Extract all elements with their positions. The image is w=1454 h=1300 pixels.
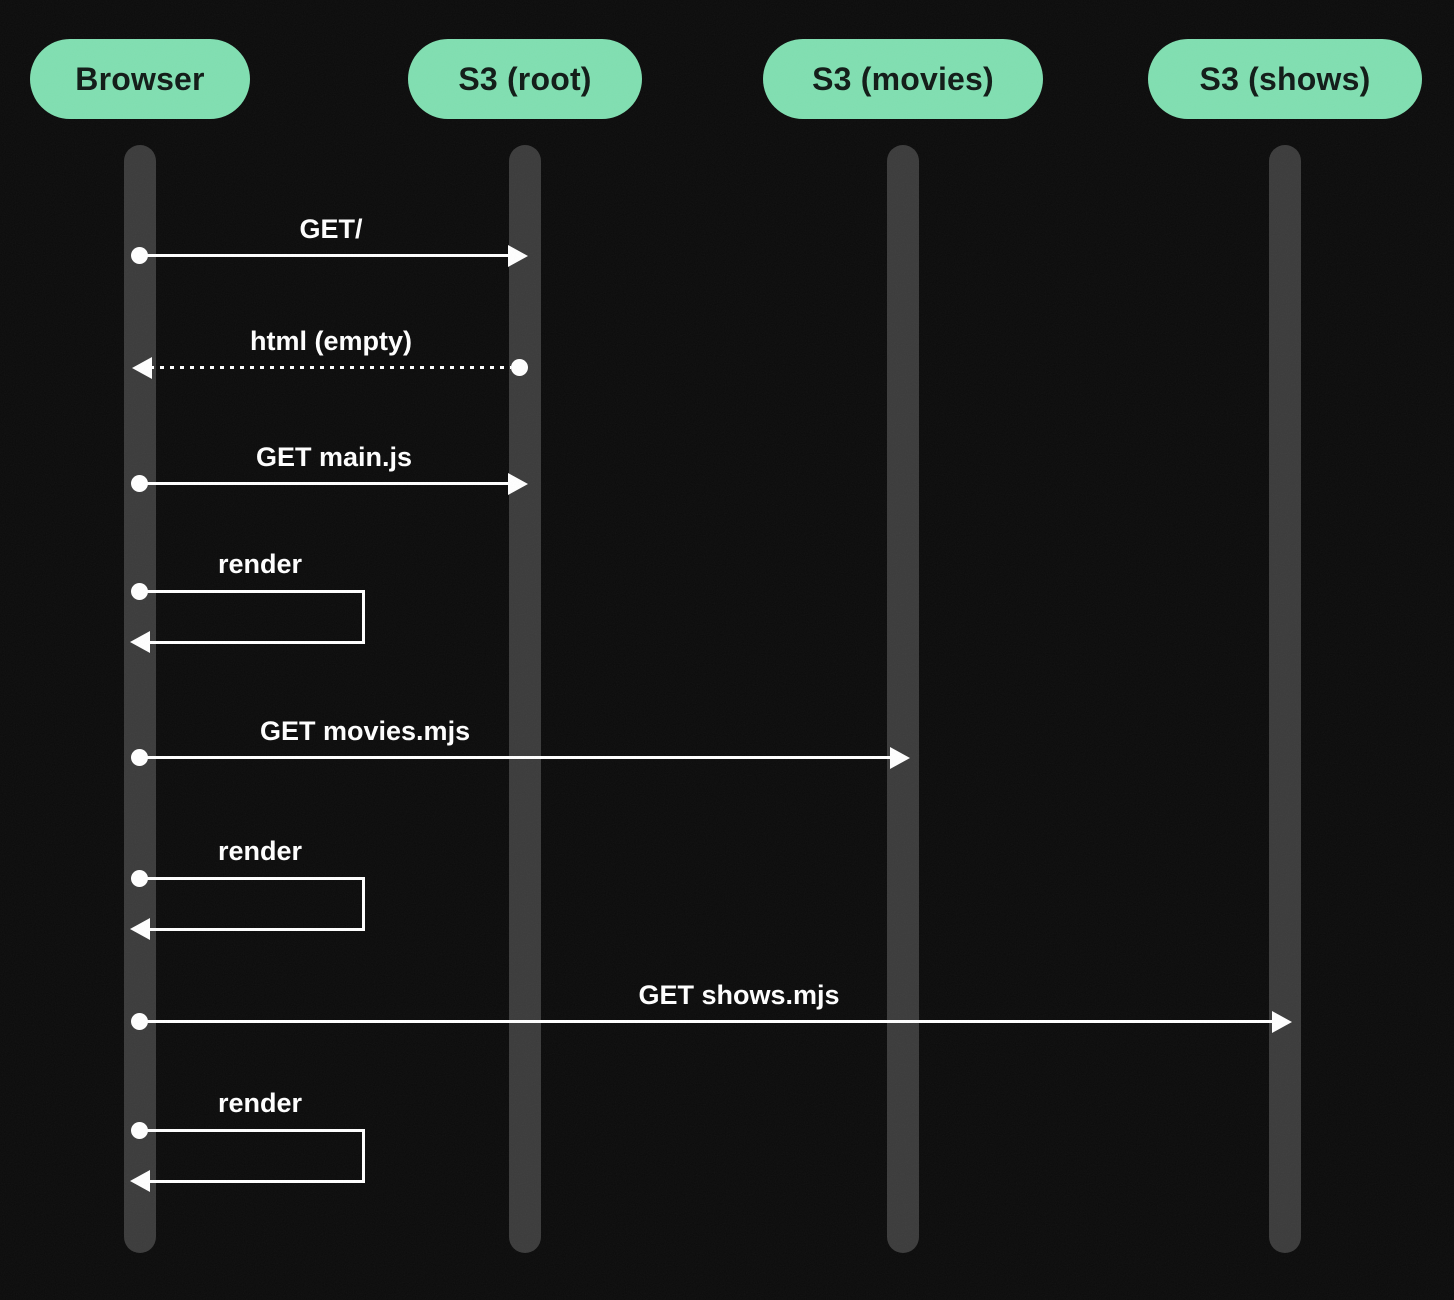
arrowhead-right-icon bbox=[890, 747, 910, 769]
actor-label: S3 (root) bbox=[458, 60, 592, 97]
message-line bbox=[140, 254, 508, 257]
message-source-dot bbox=[131, 870, 148, 887]
arrowhead-left-icon bbox=[132, 357, 152, 379]
self-loop bbox=[140, 590, 365, 644]
actor-pill-s3-root: S3 (root) bbox=[408, 39, 642, 119]
message-source-dot bbox=[131, 247, 148, 264]
message-label: GET shows.mjs bbox=[638, 980, 840, 1010]
arrowhead-left-icon bbox=[130, 631, 150, 653]
actor-pill-s3-shows: S3 (shows) bbox=[1148, 39, 1422, 119]
message-label: render bbox=[217, 1088, 303, 1118]
message-line bbox=[140, 1020, 1272, 1023]
message-label: GET movies.mjs bbox=[260, 716, 471, 746]
message-label: render bbox=[217, 836, 303, 866]
arrowhead-right-icon bbox=[508, 245, 528, 267]
actor-label: Browser bbox=[75, 60, 205, 97]
actor-pill-s3-movies: S3 (movies) bbox=[763, 39, 1043, 119]
message-label: GET main.js bbox=[255, 442, 413, 472]
message-source-dot bbox=[131, 475, 148, 492]
lifeline-s3-shows bbox=[1269, 145, 1301, 1253]
lifeline-s3-movies bbox=[887, 145, 919, 1253]
message-label: render bbox=[217, 549, 303, 579]
self-loop bbox=[140, 877, 365, 931]
arrowhead-left-icon bbox=[130, 918, 150, 940]
arrowhead-left-icon bbox=[130, 1170, 150, 1192]
arrowhead-right-icon bbox=[508, 473, 528, 495]
message-source-dot bbox=[131, 583, 148, 600]
lifeline-browser bbox=[124, 145, 156, 1253]
actor-label: S3 (movies) bbox=[812, 60, 994, 97]
message-source-dot bbox=[131, 749, 148, 766]
actor-label: S3 (shows) bbox=[1199, 60, 1371, 97]
message-source-dot bbox=[131, 1122, 148, 1139]
actor-pill-browser: Browser bbox=[30, 39, 250, 119]
message-dotted-line bbox=[150, 366, 511, 369]
arrowhead-right-icon bbox=[1272, 1011, 1292, 1033]
message-label: html (empty) bbox=[250, 326, 412, 356]
message-source-dot bbox=[511, 359, 528, 376]
message-label: GET/ bbox=[299, 214, 363, 244]
message-source-dot bbox=[131, 1013, 148, 1030]
message-line bbox=[140, 756, 890, 759]
self-loop bbox=[140, 1129, 365, 1183]
lifeline-s3-root bbox=[509, 145, 541, 1253]
message-line bbox=[140, 482, 508, 485]
